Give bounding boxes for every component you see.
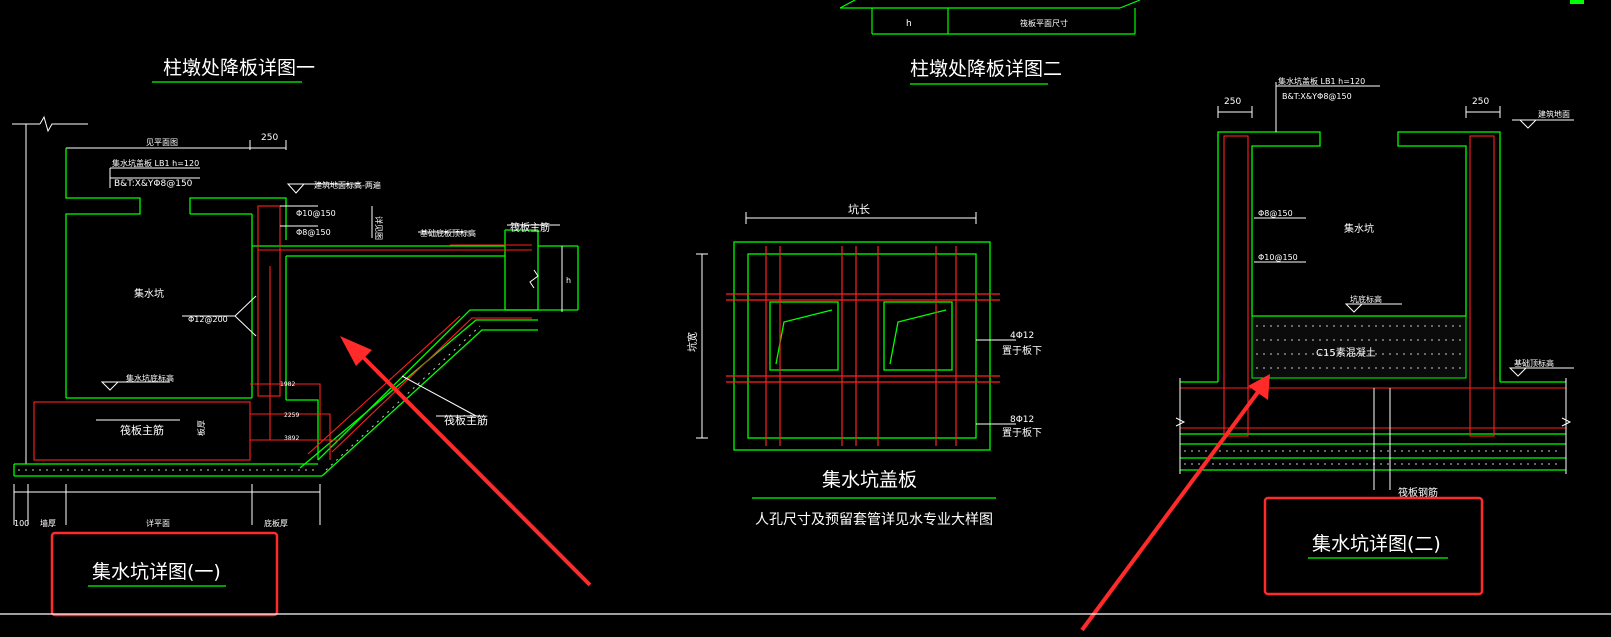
c15-concrete-fill xyxy=(1251,315,1467,379)
d2-raft-rebar: 筏板钢筋 xyxy=(1398,486,1438,499)
d1-floor-note: 集水坑底标高 xyxy=(126,373,174,383)
d1-raft-rebar-top: 筏板主筋 xyxy=(510,221,550,234)
top-fragment-label: 筏板平面尺寸 xyxy=(1020,18,1068,28)
pit-cover-plan xyxy=(696,212,1016,451)
d1-rebar-b: Φ8@150 xyxy=(296,228,331,237)
annotation-arrow-1 xyxy=(340,336,592,587)
d1-thickness-note: 板厚 xyxy=(196,420,206,436)
corner-marker xyxy=(1570,0,1584,4)
d2-rebar-b: Φ10@150 xyxy=(1258,253,1298,262)
top-fragment xyxy=(839,0,1141,35)
d1-finish-note: 建筑地面标高-两遍 xyxy=(314,180,381,190)
annotation-arrow-2 xyxy=(1080,374,1270,632)
cover-length-label: 坑长 xyxy=(848,202,870,216)
d1-dim-small-3: 3892 xyxy=(284,435,299,442)
pit-cover-note: 人孔尺寸及预留套管详见水专业大样图 xyxy=(755,512,993,528)
title-column-slab-1: 柱墩处降板详图一 xyxy=(163,57,315,79)
pit-detail-2-title: 集水坑详图(二) xyxy=(1312,533,1441,555)
d1-rebar-a: Φ10@150 xyxy=(296,209,336,218)
d1-dim-250: 250 xyxy=(261,133,278,143)
d1-side-note: 详见图 xyxy=(374,216,384,240)
pit-detail-1-drawing xyxy=(12,115,579,525)
d1-raft-rebar-slope: 筏板主筋 xyxy=(444,413,488,427)
d2-finish-note: 建筑地面 xyxy=(1538,109,1570,119)
cover-rebar-y: 8Φ12 xyxy=(1010,415,1034,425)
cover-note-x: 置于板下 xyxy=(1002,344,1042,357)
title-column-slab-2: 柱墩处降板详图二 xyxy=(910,58,1062,80)
d2-floor-note: 坑底标高 xyxy=(1350,294,1382,304)
cover-note-y: 置于板下 xyxy=(1002,426,1042,439)
d2-base-note: 基础顶标高 xyxy=(1514,358,1554,368)
d1-raft-rebar-left: 筏板主筋 xyxy=(120,423,164,437)
d1-bottom-dim-1: 100 xyxy=(14,519,29,528)
cover-rebar-x: 4Φ12 xyxy=(1010,331,1034,341)
cover-width-label: 坑宽 xyxy=(686,332,699,352)
d1-rebar-c: Φ12@200 xyxy=(188,315,228,324)
d1-bottom-dim-2: 墙厚 xyxy=(40,518,56,528)
d2-pit-label: 集水坑 xyxy=(1344,222,1374,235)
d1-top-label: 见平面图 xyxy=(146,138,178,147)
d1-pit-label: 集水坑 xyxy=(134,287,164,300)
d2-dim-left: 250 xyxy=(1224,97,1241,107)
d1-dim-small-1: 1982 xyxy=(280,381,295,388)
d2-cover-slab: 集水坑盖板 LB1 h=120 xyxy=(1278,76,1365,86)
pit-detail-2-highlight-box xyxy=(1263,496,1484,596)
d1-bottom-dim-3: 详平面 xyxy=(146,518,170,528)
d2-cover-rebar: B&T:X&YΦ8@150 xyxy=(1282,92,1352,101)
d1-slab-top-note: 基础底板顶标高 xyxy=(420,228,476,238)
d1-dim-small-2: 2259 xyxy=(284,412,299,419)
pit-detail-1-title: 集水坑详图(一) xyxy=(92,561,221,583)
pit-detail-1-highlight-box xyxy=(50,531,279,617)
top-fragment-h: h xyxy=(906,19,912,29)
d2-rebar-a: Φ8@150 xyxy=(1258,209,1293,218)
d1-h-small: h xyxy=(566,276,571,285)
d1-cover-slab: 集水坑盖板 LB1 h=120 xyxy=(112,158,199,168)
pit-detail-2-drawing xyxy=(1175,82,1574,490)
d2-fill-label: C15素混凝土 xyxy=(1316,346,1376,359)
d2-dim-right: 250 xyxy=(1472,97,1489,107)
pit-cover-title: 集水坑盖板 xyxy=(822,469,917,491)
d1-bottom-dim-4: 底板厚 xyxy=(264,518,288,528)
d1-cover-rebar: B&T:X&YΦ8@150 xyxy=(114,179,193,189)
